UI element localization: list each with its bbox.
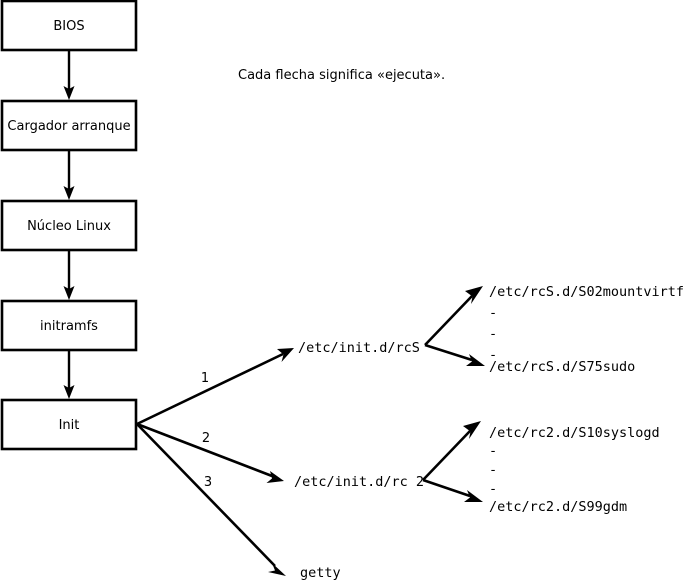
arrow-nucleo-to-initramfs — [63, 250, 75, 300]
rc2-last-script-label: /etc/rc2.d/S99gdm — [489, 499, 627, 515]
box-initramfs-shape — [0, 299, 138, 352]
rc2-first-script-label: /etc/rc2.d/S10syslogd — [489, 425, 660, 441]
branch-number-1: 1 — [201, 371, 209, 386]
rcs-ellipsis-dash-2: - — [489, 326, 497, 342]
box-bios-shape — [0, 0, 138, 52]
arrow-init-to-rcs — [136, 348, 294, 426]
arrow-rcs-to-last-script — [424, 343, 485, 366]
rcs-last-script-label: /etc/rcS.d/S75sudo — [489, 359, 635, 375]
box-bios: BIOS — [0, 0, 138, 52]
box-cargador-arranque: Cargador arranque — [0, 99, 138, 152]
rcs-first-script-label: /etc/rcS.d/S02mountvirtfs — [489, 284, 684, 300]
branch-target-rc2-label: /etc/init.d/rc 2 — [294, 474, 424, 490]
arrow-initramfs-to-init — [63, 350, 75, 399]
rc2-ellipsis-dash-1: - — [489, 443, 497, 459]
arrow-init-to-rc2 — [136, 422, 284, 483]
arrow-rcs-to-first-script — [424, 286, 483, 346]
rcs-ellipsis-dash-3: - — [489, 347, 497, 363]
arrow-bios-to-cargador — [63, 50, 75, 100]
box-nucleo-linux: Núcleo Linux — [0, 199, 138, 252]
box-init-shape — [0, 398, 138, 451]
box-initramfs-label: initramfs — [40, 319, 98, 334]
arrow-cargador-to-nucleo — [63, 150, 75, 200]
box-init-label: Init — [59, 418, 80, 433]
branch-target-getty-label: getty — [300, 565, 341, 581]
box-init: Init — [0, 398, 138, 451]
branch-number-2: 2 — [202, 431, 210, 446]
diagram-caption: Cada flecha significa «ejecuta». — [238, 68, 445, 83]
box-nucleo-linux-label: Núcleo Linux — [27, 219, 111, 234]
branch-target-rcs-label: /etc/init.d/rcS — [298, 340, 420, 356]
box-bios-label: BIOS — [53, 19, 84, 34]
arrow-rc2-to-first-script — [422, 421, 481, 481]
box-initramfs: initramfs — [0, 299, 138, 352]
rc2-ellipsis-dash-2: - — [489, 462, 497, 478]
arrow-init-to-getty — [136, 423, 286, 576]
rc2-ellipsis-dash-3: - — [489, 481, 497, 497]
box-cargador-arranque-label: Cargador arranque — [7, 119, 130, 134]
rcs-ellipsis-dash-1: - — [489, 305, 497, 321]
arrow-rc2-to-last-script — [422, 478, 483, 502]
branch-number-3: 3 — [204, 475, 212, 490]
